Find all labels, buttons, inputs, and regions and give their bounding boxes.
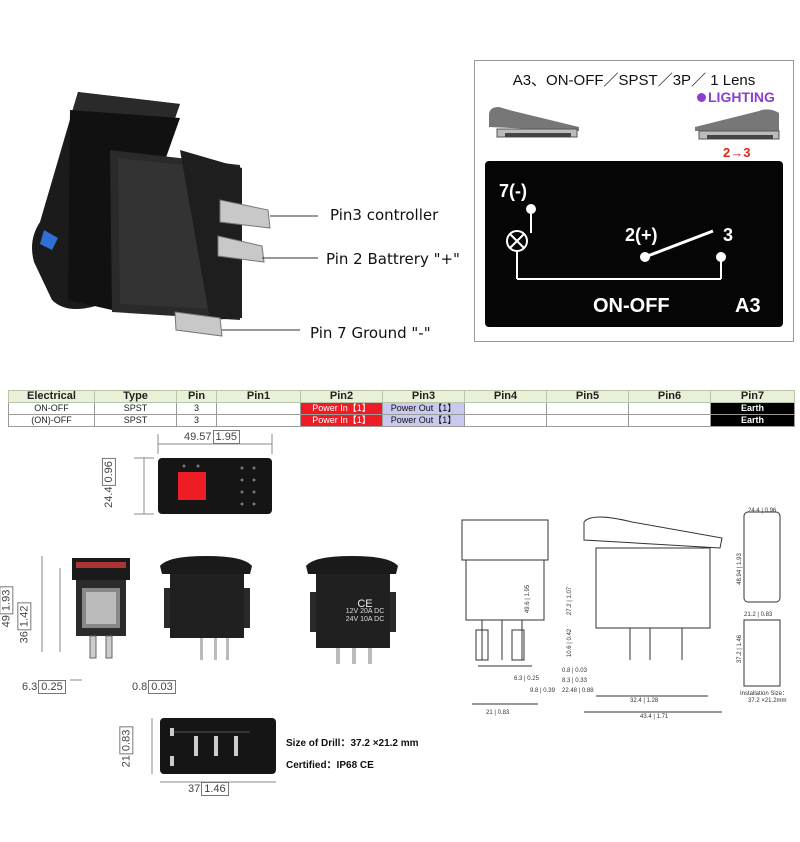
tech-dim: 21.2 | 0.83 — [744, 612, 773, 618]
table-header: Pin1 — [216, 390, 301, 403]
side-views-svg — [41, 556, 398, 681]
table-cell — [628, 414, 711, 427]
top-view-svg — [134, 434, 273, 515]
tech-dim: 49.6 | 1.95 — [525, 584, 532, 614]
back-label-line1: 12V 20A DC — [345, 608, 385, 615]
switch-off-icon — [489, 107, 579, 138]
table-cell: Earth — [710, 414, 795, 427]
label-pin7: 7(-) — [499, 181, 527, 201]
table-cell — [628, 402, 711, 415]
table-cell: (ON)-OFF — [8, 414, 95, 427]
dim-side-h1: 491.93 — [0, 586, 14, 627]
table-cell: Earth — [710, 402, 795, 415]
install-size-title: Installation Size： — [740, 691, 789, 697]
table-header: Type — [94, 390, 177, 403]
back-label: CE 12V 20A DC 24V 10A DC — [330, 598, 400, 624]
table-cell — [464, 402, 547, 415]
dim-side-h2: 361.42 — [17, 602, 32, 643]
mode-label: ON-OFF — [593, 295, 670, 317]
technical-drawing-svg — [461, 511, 781, 713]
table-cell: 3 — [176, 402, 217, 415]
back-label-line2: 24V 10A DC — [345, 616, 385, 623]
tech-dim: 37.2 | 1.46 — [737, 634, 744, 664]
lighting-text: LIGHTING — [708, 89, 775, 105]
tech-dim: 10.6 | 0.42 — [567, 628, 574, 658]
table-header: Pin — [176, 390, 217, 403]
table-header: Electrical — [8, 390, 95, 403]
product-photo: Pin3 controller Pin 2 Battrery "+" Pin 7… — [0, 0, 470, 370]
circuit-svg — [506, 204, 726, 280]
table-header: Pin4 — [464, 390, 547, 403]
table-header: Pin6 — [628, 390, 711, 403]
tech-dim: 0.8 | 0.03 — [562, 668, 587, 674]
dim-bottom-h: 210.83 — [119, 726, 134, 767]
table-cell: Power Out【1】 — [382, 414, 465, 427]
tech-dim: 32.4 | 1.28 — [630, 698, 659, 704]
code-label: A3 — [735, 295, 761, 317]
table-cell: Power Out【1】 — [382, 402, 465, 415]
install-size-value: 37.2 ×21.2mm — [748, 698, 787, 704]
table-header: Pin5 — [546, 390, 629, 403]
circuit-diagram: 7(-) 2(+) 3 ON-OFF A3 — [485, 161, 783, 327]
tech-dim: 6.3 | 0.25 — [514, 676, 539, 682]
table-cell: Power In【1】 — [300, 402, 383, 415]
switch-direction: 2→3 — [723, 145, 751, 160]
table-row: (ON)-OFF SPST 3 Power In【1】 Power Out【1】… — [8, 414, 795, 427]
table-cell — [546, 402, 629, 415]
pin-table: Electrical Type Pin Pin1 Pin2 Pin3 Pin4 … — [8, 390, 795, 427]
tech-dim: 8.3 | 0.33 — [562, 678, 587, 684]
lighting-label: LIGHTING — [697, 89, 775, 105]
callout-pin2: Pin 2 Battrery "+" — [326, 250, 460, 268]
tech-dim: 27.2 | 1.07 — [567, 586, 574, 616]
tech-dim: 24.4 | 0.96 — [748, 508, 777, 514]
table-cell: 3 — [176, 414, 217, 427]
switch-position-icons — [489, 107, 780, 140]
tech-dim: 21 | 0.83 — [486, 710, 510, 716]
dim-top-height: 24.40.96 — [101, 458, 116, 508]
table-header: Pin2 — [300, 390, 383, 403]
panel-title: A3、ON-OFF／SPST／3P／ 1 Lens — [512, 72, 756, 89]
a3-wiring-panel: A3、ON-OFF／SPST／3P／ 1 Lens LIGHTING 2→3 — [474, 60, 794, 342]
side-view-3 — [306, 556, 398, 664]
cert-spec: Certified：IP68 CE — [286, 760, 374, 771]
table-cell: ON-OFF — [8, 402, 95, 415]
table-cell — [464, 414, 547, 427]
rocker-switch-photo — [32, 92, 318, 337]
table-cell: SPST — [94, 402, 177, 415]
label-pin2: 2(+) — [625, 225, 658, 245]
table-cell — [216, 414, 301, 427]
table-cell: SPST — [94, 414, 177, 427]
tech-dim: 22.48 | 0.88 — [562, 688, 594, 694]
table-header: Pin7 — [710, 390, 795, 403]
lighting-dot-icon — [697, 93, 706, 102]
callout-pin7: Pin 7 Ground "-" — [310, 324, 431, 342]
callout-pin3: Pin3 controller — [330, 206, 439, 224]
drill-spec: Size of Drill：37.2 ×21.2 mm — [286, 738, 419, 749]
tech-dim: 9.8 | 0.39 — [530, 688, 555, 694]
ce-mark: CE — [357, 598, 373, 610]
label-pin3: 3 — [723, 225, 734, 245]
side-view-2 — [160, 556, 252, 660]
side-view-1 — [72, 558, 130, 659]
table-cell — [546, 414, 629, 427]
table-header-row: Electrical Type Pin Pin1 Pin2 Pin3 Pin4 … — [8, 390, 795, 403]
bottom-view-svg — [151, 718, 276, 783]
tech-dim: 48.94 | 1.93 — [736, 553, 743, 585]
table-cell: Power In【1】 — [300, 414, 383, 427]
table-row: ON-OFF SPST 3 Power In【1】 Power Out【1】 E… — [8, 402, 795, 415]
table-cell — [216, 402, 301, 415]
tech-dim: 43.4 | 1.71 — [640, 714, 669, 720]
switch-on-icon — [695, 109, 780, 140]
table-header: Pin3 — [382, 390, 465, 403]
